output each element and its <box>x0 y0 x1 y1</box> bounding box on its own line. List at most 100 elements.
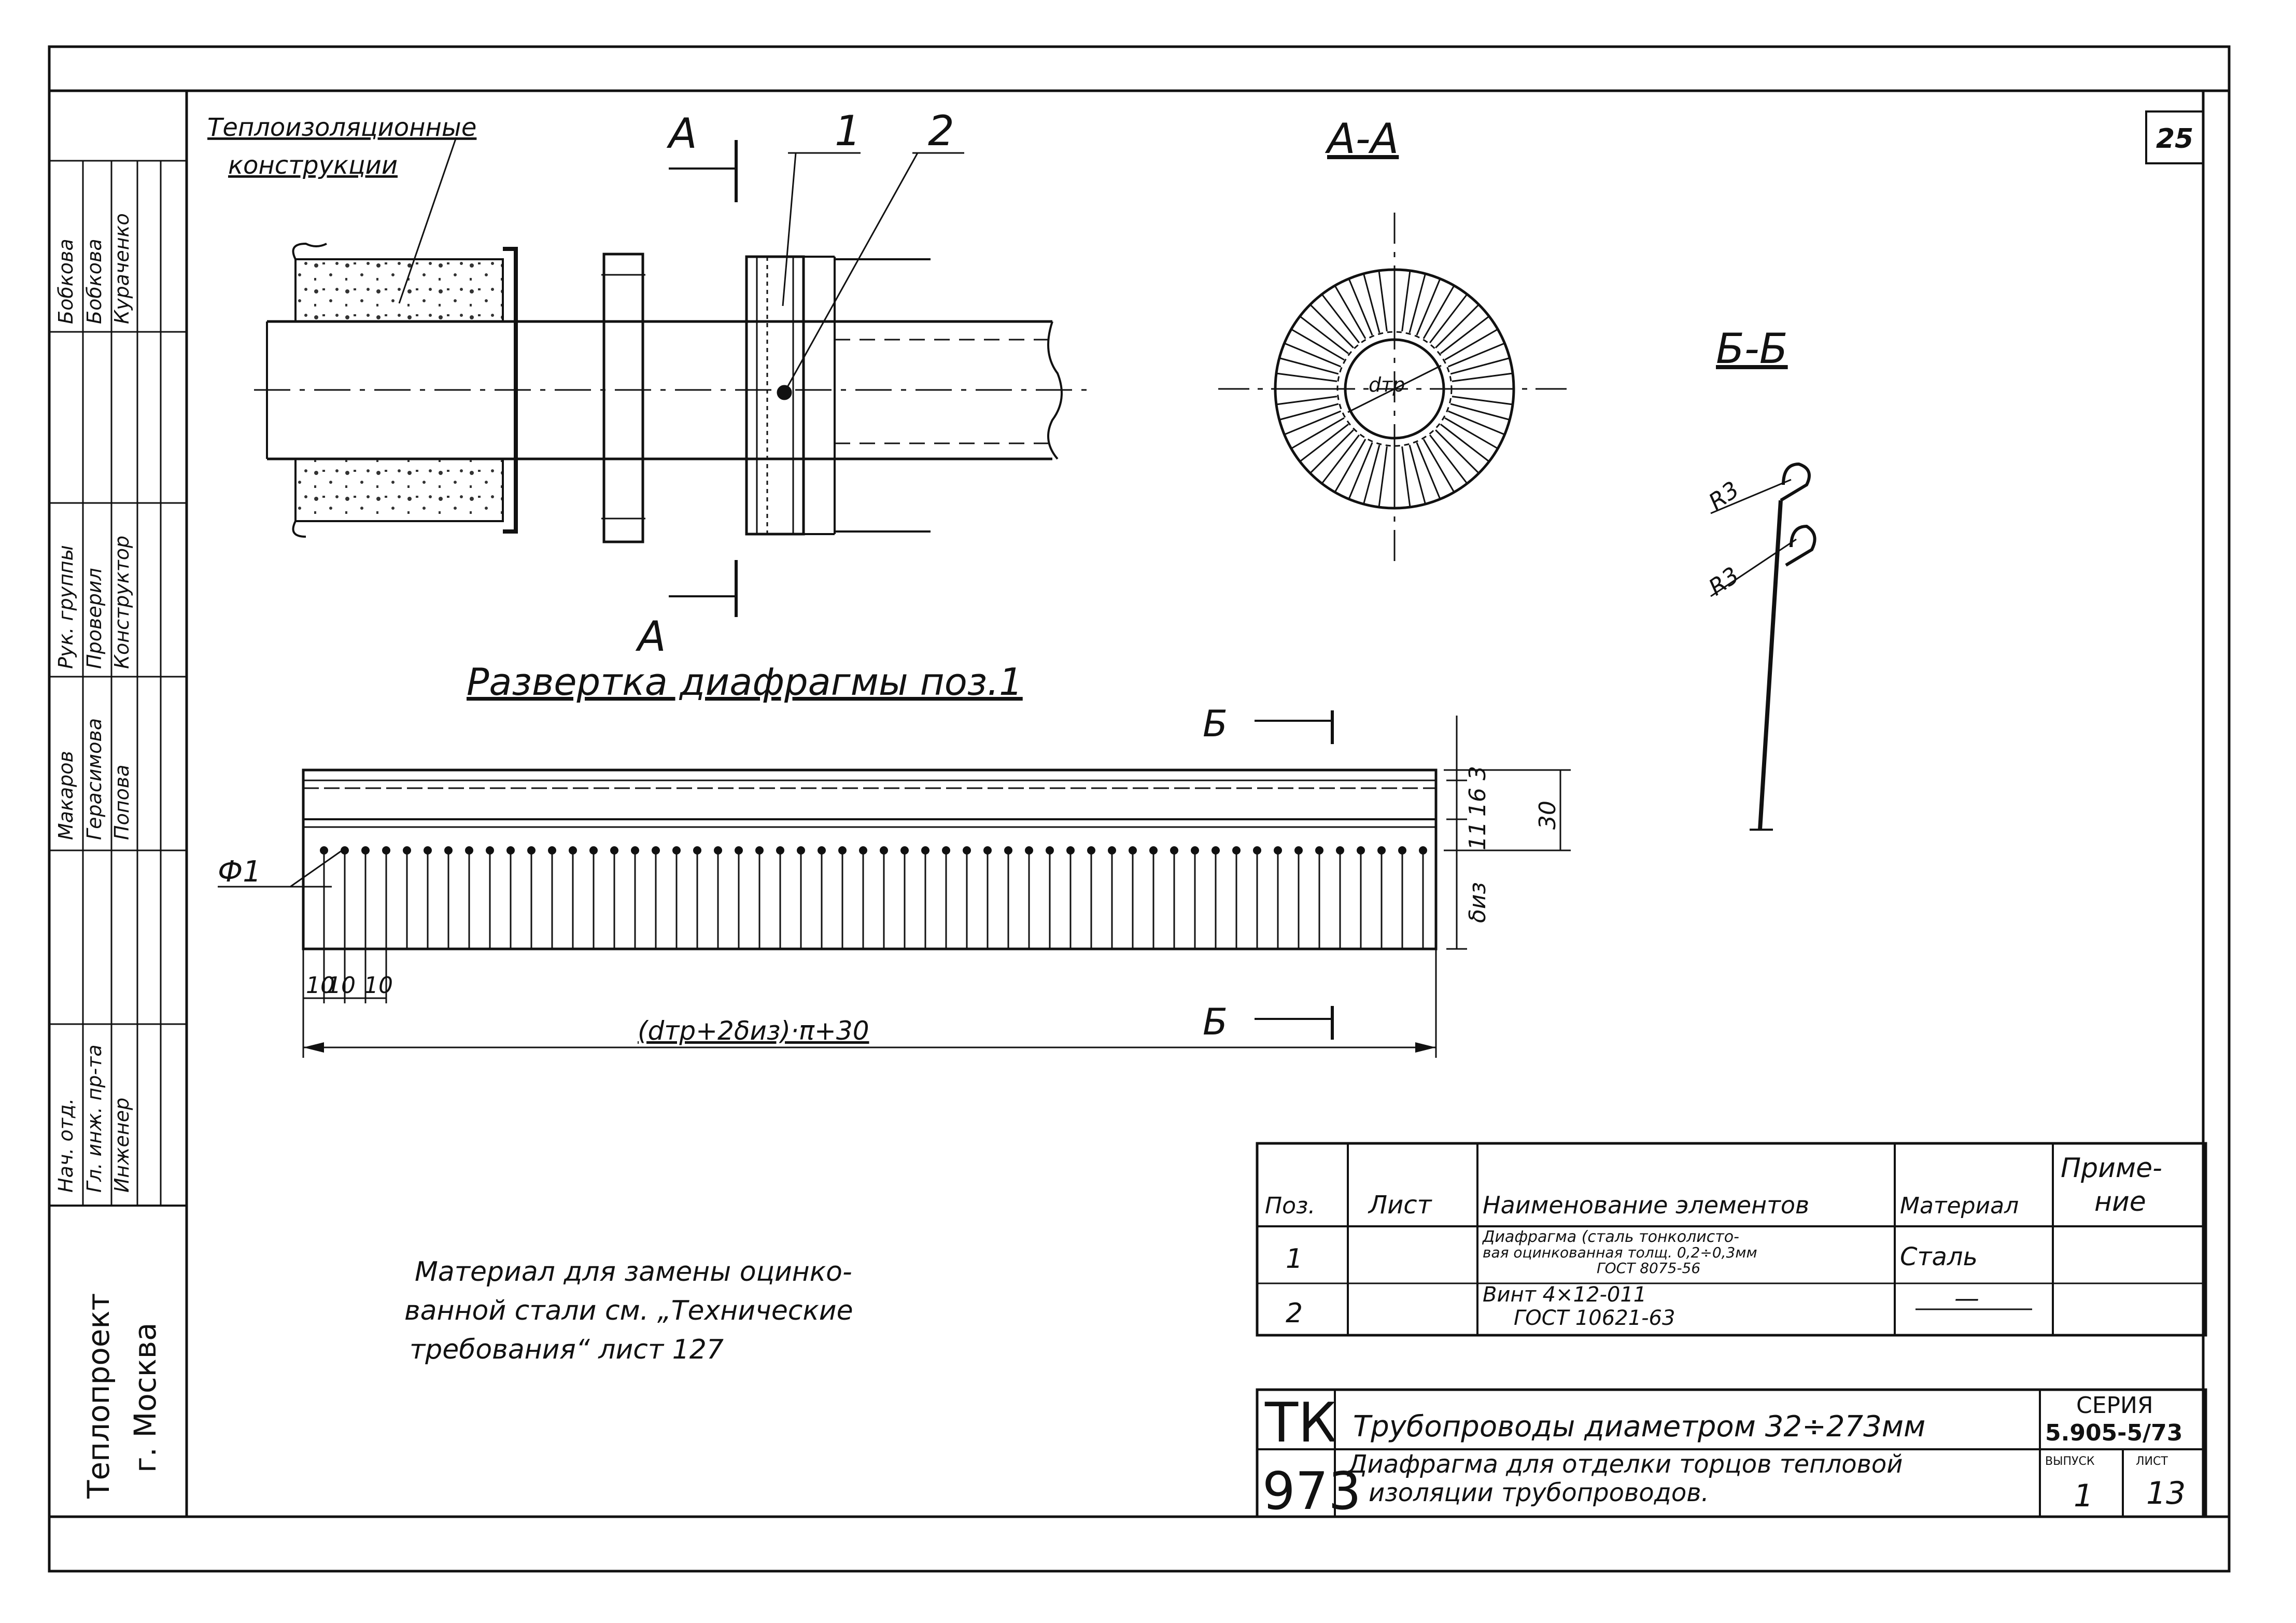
diaphragm-segment <box>1277 396 1337 405</box>
diaphragm-segment <box>1447 343 1504 368</box>
insulation-label: Теплоизоляционные <box>207 113 476 142</box>
diaphragm-segment <box>1310 429 1354 473</box>
slot-hole <box>672 846 681 855</box>
diaphragm-segment <box>1435 304 1479 348</box>
development-title: Развертка диафрагмы поз.1 <box>467 660 1023 704</box>
diaphragm-segment <box>1291 417 1345 449</box>
tk-mark: ТК <box>1264 1391 1337 1454</box>
diaphragm-segment <box>1300 423 1349 461</box>
slot-hole <box>403 846 411 855</box>
slot-hole <box>1149 846 1158 855</box>
slot-hole <box>1377 846 1386 855</box>
diaphragm-segment <box>1285 343 1342 368</box>
diaphragm-segment <box>1429 295 1467 344</box>
diaphragm-segment <box>1452 372 1512 382</box>
stamp-name: Попова <box>110 764 133 840</box>
diaphragm-segment <box>1334 439 1367 492</box>
slot-hole <box>506 846 515 855</box>
slot-hole <box>548 846 556 855</box>
bend-radius-label: R3 <box>1704 477 1744 515</box>
section-b-mark: Б <box>1203 1001 1228 1043</box>
diaphragm-segment <box>1378 446 1388 507</box>
dim-11: 11 <box>1464 821 1491 850</box>
spec-row-name: ГОСТ 8075-56 <box>1597 1260 1700 1277</box>
diaphragm-segment <box>1447 410 1504 435</box>
stamp-name: Бобкова <box>54 239 77 324</box>
dim-30: 30 <box>1534 801 1561 830</box>
diaphragm-segment <box>1300 316 1349 355</box>
dim-pitch: 10 <box>306 972 335 999</box>
stamp-role: Гл. инж. пр-та <box>83 1044 106 1193</box>
slot-hole <box>942 846 950 855</box>
slot-hole <box>1336 846 1344 855</box>
slot-hole <box>1046 846 1054 855</box>
spec-row-name: Диафрагма (сталь тонколисто- <box>1482 1228 1739 1246</box>
stamp-role: Инженер <box>110 1098 133 1193</box>
diaphragm-segment <box>1285 410 1342 435</box>
slot-hole <box>382 846 390 855</box>
spec-table <box>1256 1142 2207 1337</box>
slot-hole <box>1108 846 1116 855</box>
stamp-name: Кураченко <box>110 213 133 324</box>
slot-hole <box>424 846 432 855</box>
diaphragm-segment <box>1444 329 1498 361</box>
note-line: ванной стали см. „Технические <box>404 1295 853 1326</box>
diaphragm-segment <box>1408 444 1426 503</box>
slot-hole <box>569 846 577 855</box>
org-city: г. Москва <box>128 1322 163 1473</box>
position-2-label: 2 <box>928 107 954 155</box>
spec-header-note: ние <box>2094 1186 2146 1218</box>
material-note: Материал для замены оцинко- ванной стали… <box>404 1256 853 1365</box>
spec-row-pos: 2 <box>1286 1298 1303 1329</box>
org-name: Теплопроект <box>81 1293 116 1499</box>
issue-label: ВЫПУСК <box>2045 1455 2095 1468</box>
slot-hole <box>1357 846 1365 855</box>
diaphragm-segment <box>1450 403 1509 421</box>
slot-hole <box>693 846 701 855</box>
sheet-value: 13 <box>2146 1475 2186 1512</box>
slot-hole <box>714 846 722 855</box>
slot-hole <box>1274 846 1282 855</box>
dim-length: (dтр+2δиз)·π+30 <box>638 1016 869 1046</box>
section-bb-view <box>1710 462 1816 831</box>
dim-pitch: 10 <box>364 972 393 999</box>
slot-hole <box>631 846 639 855</box>
slot-hole <box>859 846 867 855</box>
sheet-label: ЛИСТ <box>2136 1455 2168 1468</box>
slot-hole <box>527 846 536 855</box>
slot-hole <box>320 846 328 855</box>
bend-radius-label: R3 <box>1704 562 1744 601</box>
title-line: изоляции трубопроводов. <box>1369 1478 1709 1507</box>
section-a-mark: А <box>635 612 666 661</box>
title-line: Диафрагма для отделки торцов тепловой <box>1347 1450 1903 1479</box>
diaphragm-segment <box>1280 403 1339 421</box>
document-code: 973 <box>1262 1461 1361 1521</box>
spec-row-name: Винт 4×12-011 <box>1483 1283 1646 1307</box>
slot-hole <box>341 846 349 855</box>
spec-row-name: вая оцинкованная толщ. 0,2÷0,3мм <box>1483 1244 1757 1261</box>
development-dims: 3 16 11 30 δиз 10 10 10 (dтр+2δиз)·π+30 … <box>218 703 1561 1046</box>
slot-hole <box>1294 846 1303 855</box>
stamp-role: Нач. отд. <box>54 1098 77 1193</box>
slot-hole <box>1315 846 1323 855</box>
title-line: Трубопроводы диаметром 32÷273мм <box>1353 1410 1925 1444</box>
pipe-assembly-view <box>254 137 1089 617</box>
diaphragm-segment <box>1334 286 1367 339</box>
slot-hole <box>1170 846 1178 855</box>
stamp-role: Проверил <box>83 568 106 669</box>
dim-pitch: 10 <box>327 972 356 999</box>
title-block <box>1256 1388 2207 1518</box>
slot-hole <box>1419 846 1427 855</box>
dim-insulation-thickness: δиз <box>1464 882 1491 923</box>
note-line: Материал для замены оцинко- <box>415 1256 852 1288</box>
spec-header-material: Материал <box>1900 1193 2019 1219</box>
stamp-name: Макаров <box>54 751 77 840</box>
slot-hole <box>880 846 888 855</box>
diaphragm-segment <box>1450 357 1509 375</box>
diaphragm-segment <box>1440 423 1489 461</box>
diaphragm-segment <box>1348 279 1373 336</box>
diaphragm-segment <box>1435 429 1479 473</box>
diaphragm-segment <box>1444 417 1498 449</box>
spec-row-material: — <box>1954 1284 1979 1313</box>
note-line: требования“ лист 127 <box>410 1334 724 1365</box>
